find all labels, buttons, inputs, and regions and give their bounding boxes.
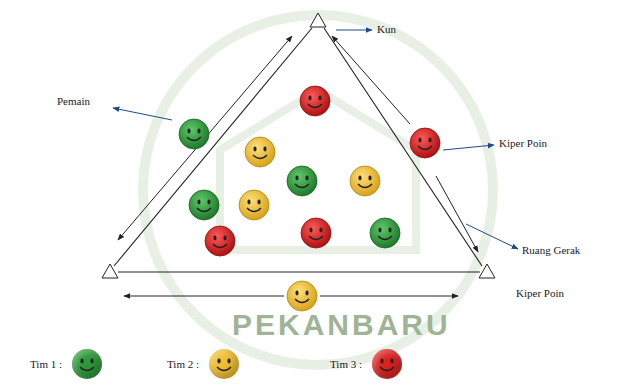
legend-entry: Tim 3 : <box>330 349 402 379</box>
smiley-face <box>372 349 402 379</box>
legend-entry: Tim 1 : <box>30 349 102 379</box>
keeper-label: Kiper Poin <box>516 287 564 300</box>
legend-text: Tim 2 : <box>167 358 199 370</box>
legend-entry: Tim 2 : <box>167 349 239 379</box>
legend-swatch <box>72 349 102 379</box>
legend-text: Tim 3 : <box>330 358 362 370</box>
legend-swatch <box>209 349 239 379</box>
legend-text: Tim 1 : <box>30 358 62 370</box>
vertex-label: Kun <box>377 23 396 36</box>
watermark-text: PEKANBARU <box>232 308 451 342</box>
legend-swatch <box>372 349 402 379</box>
smiley-face <box>72 349 102 379</box>
keeper-label: Kiper Poin <box>499 137 547 150</box>
player-label: Pemain <box>57 95 90 108</box>
smiley-face <box>209 349 239 379</box>
area-label: Ruang Gerak <box>522 244 580 257</box>
